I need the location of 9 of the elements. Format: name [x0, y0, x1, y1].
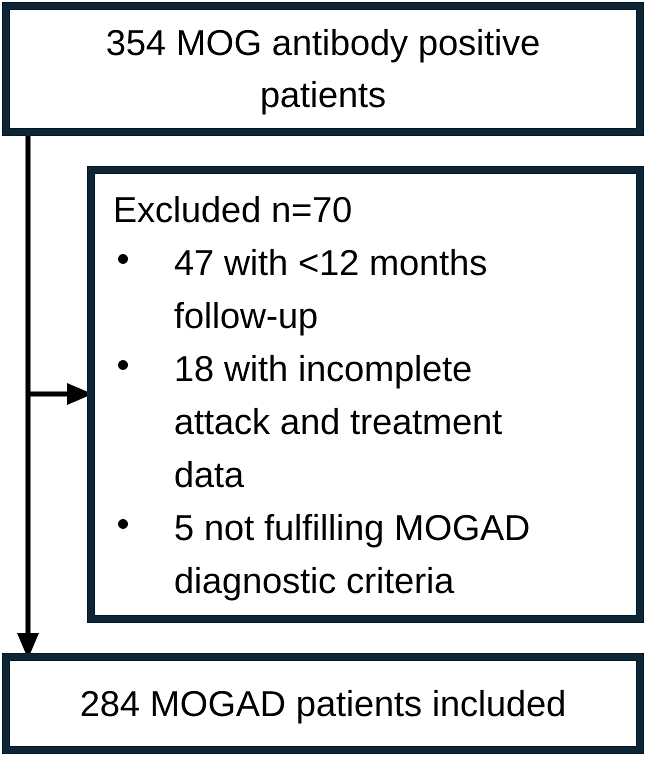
exclusion-box — [87, 166, 644, 623]
heading-text: Excluded n=70 — [113, 188, 354, 232]
node-text: 284 MOGAD patients included — [80, 682, 566, 726]
list-item-text: 5 not fulfilling MOGAD diagnostic criteria — [174, 506, 532, 603]
process-box — [2, 653, 644, 754]
list-item-text: 47 with <12 months follow-up — [174, 241, 488, 338]
node-text: 354 MOG antibody positive patients — [104, 21, 542, 117]
list-item-text: 18 with incomplete attack and treatment data — [174, 347, 504, 497]
process-box — [2, 2, 644, 136]
